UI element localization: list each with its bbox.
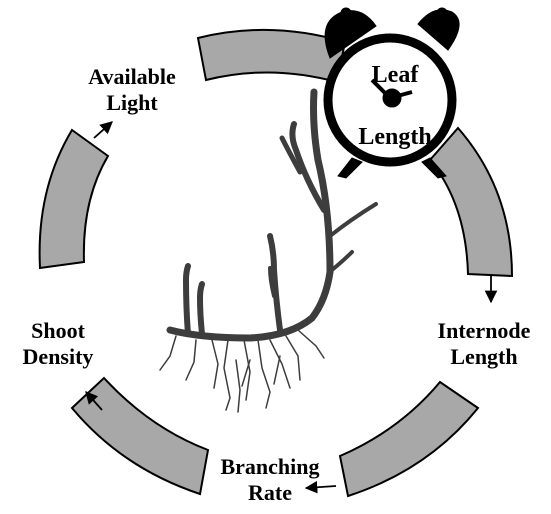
arrow-to-available-light	[94, 122, 112, 138]
label-shoot-density-line1: Shoot	[4, 318, 112, 344]
label-leaf-length-line2: Length	[350, 106, 440, 168]
segment-top	[198, 30, 345, 82]
label-branching-rate-line1: Branching	[200, 454, 340, 480]
segment-left	[40, 130, 108, 268]
label-branching-rate: Branching Rate	[200, 454, 340, 506]
label-internode-length-line1: Internode	[418, 318, 550, 344]
label-shoot-density-line2: Density	[4, 344, 112, 370]
label-available-light: Available Light	[72, 64, 192, 116]
segment-bottom-right	[340, 382, 478, 496]
segment-right	[430, 128, 512, 276]
label-internode-length-line2: Length	[418, 344, 550, 370]
label-internode-length: Internode Length	[418, 318, 550, 370]
label-shoot-density: Shoot Density	[4, 318, 112, 370]
segment-bottom-left	[72, 378, 208, 494]
label-leaf-length: Leaf Length	[350, 44, 440, 168]
label-available-light-line1: Available	[72, 64, 192, 90]
label-branching-rate-line2: Rate	[200, 480, 340, 506]
label-leaf-length-line1: Leaf	[350, 44, 440, 106]
label-available-light-line2: Light	[72, 90, 192, 116]
